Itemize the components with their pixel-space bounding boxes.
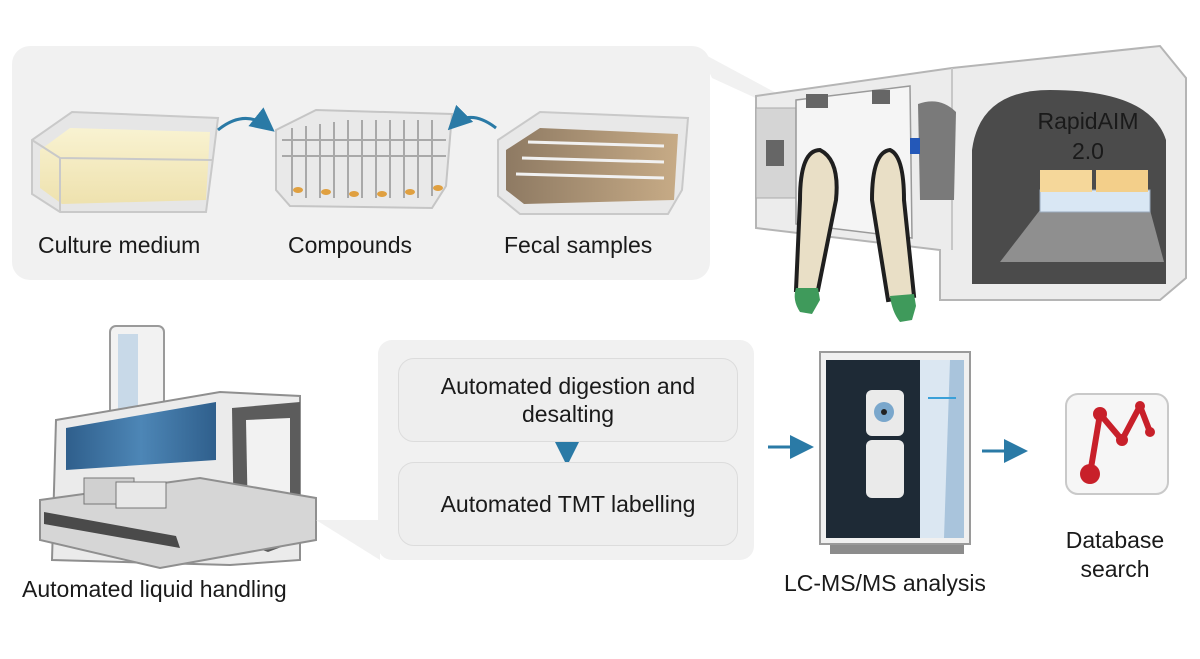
liquid-handler: [39, 325, 317, 570]
label-database-line2: search: [1080, 556, 1150, 582]
step-digestion-box: Automated digestion and desalting: [398, 358, 738, 442]
device-name-line1: RapidAIM: [1037, 108, 1139, 134]
step-digestion-line1: Automated digestion and: [440, 373, 696, 399]
arrow-fecal-to-compounds: [447, 104, 497, 131]
database-search-icon: [1065, 393, 1169, 495]
label-liquid-handling: Automated liquid handling: [22, 576, 287, 602]
processing-callout: [316, 520, 380, 560]
compound-plate: [275, 108, 454, 210]
step-tmt-label: Automated TMT labelling: [440, 491, 696, 517]
label-database-search: Database search: [1050, 526, 1180, 584]
lcms-instrument: [819, 351, 971, 554]
device-name-line2: 2.0: [1072, 138, 1104, 164]
label-compounds: Compounds: [288, 232, 413, 258]
device-name: RapidAIM 2.0: [1032, 106, 1144, 166]
label-culture-medium: Culture medium: [38, 232, 201, 258]
label-fecal-samples: Fecal samples: [504, 232, 653, 258]
culture-medium-box: [31, 110, 220, 213]
arrow-medium-to-compounds: [217, 107, 275, 132]
label-lcms: LC-MS/MS analysis: [784, 570, 986, 596]
label-database-line1: Database: [1065, 527, 1165, 553]
anaerobic-chamber: [755, 44, 1187, 322]
step-digestion-line2: desalting: [521, 401, 615, 427]
fecal-sample-box: [497, 110, 690, 215]
step-tmt-box: Automated TMT labelling: [398, 462, 738, 546]
